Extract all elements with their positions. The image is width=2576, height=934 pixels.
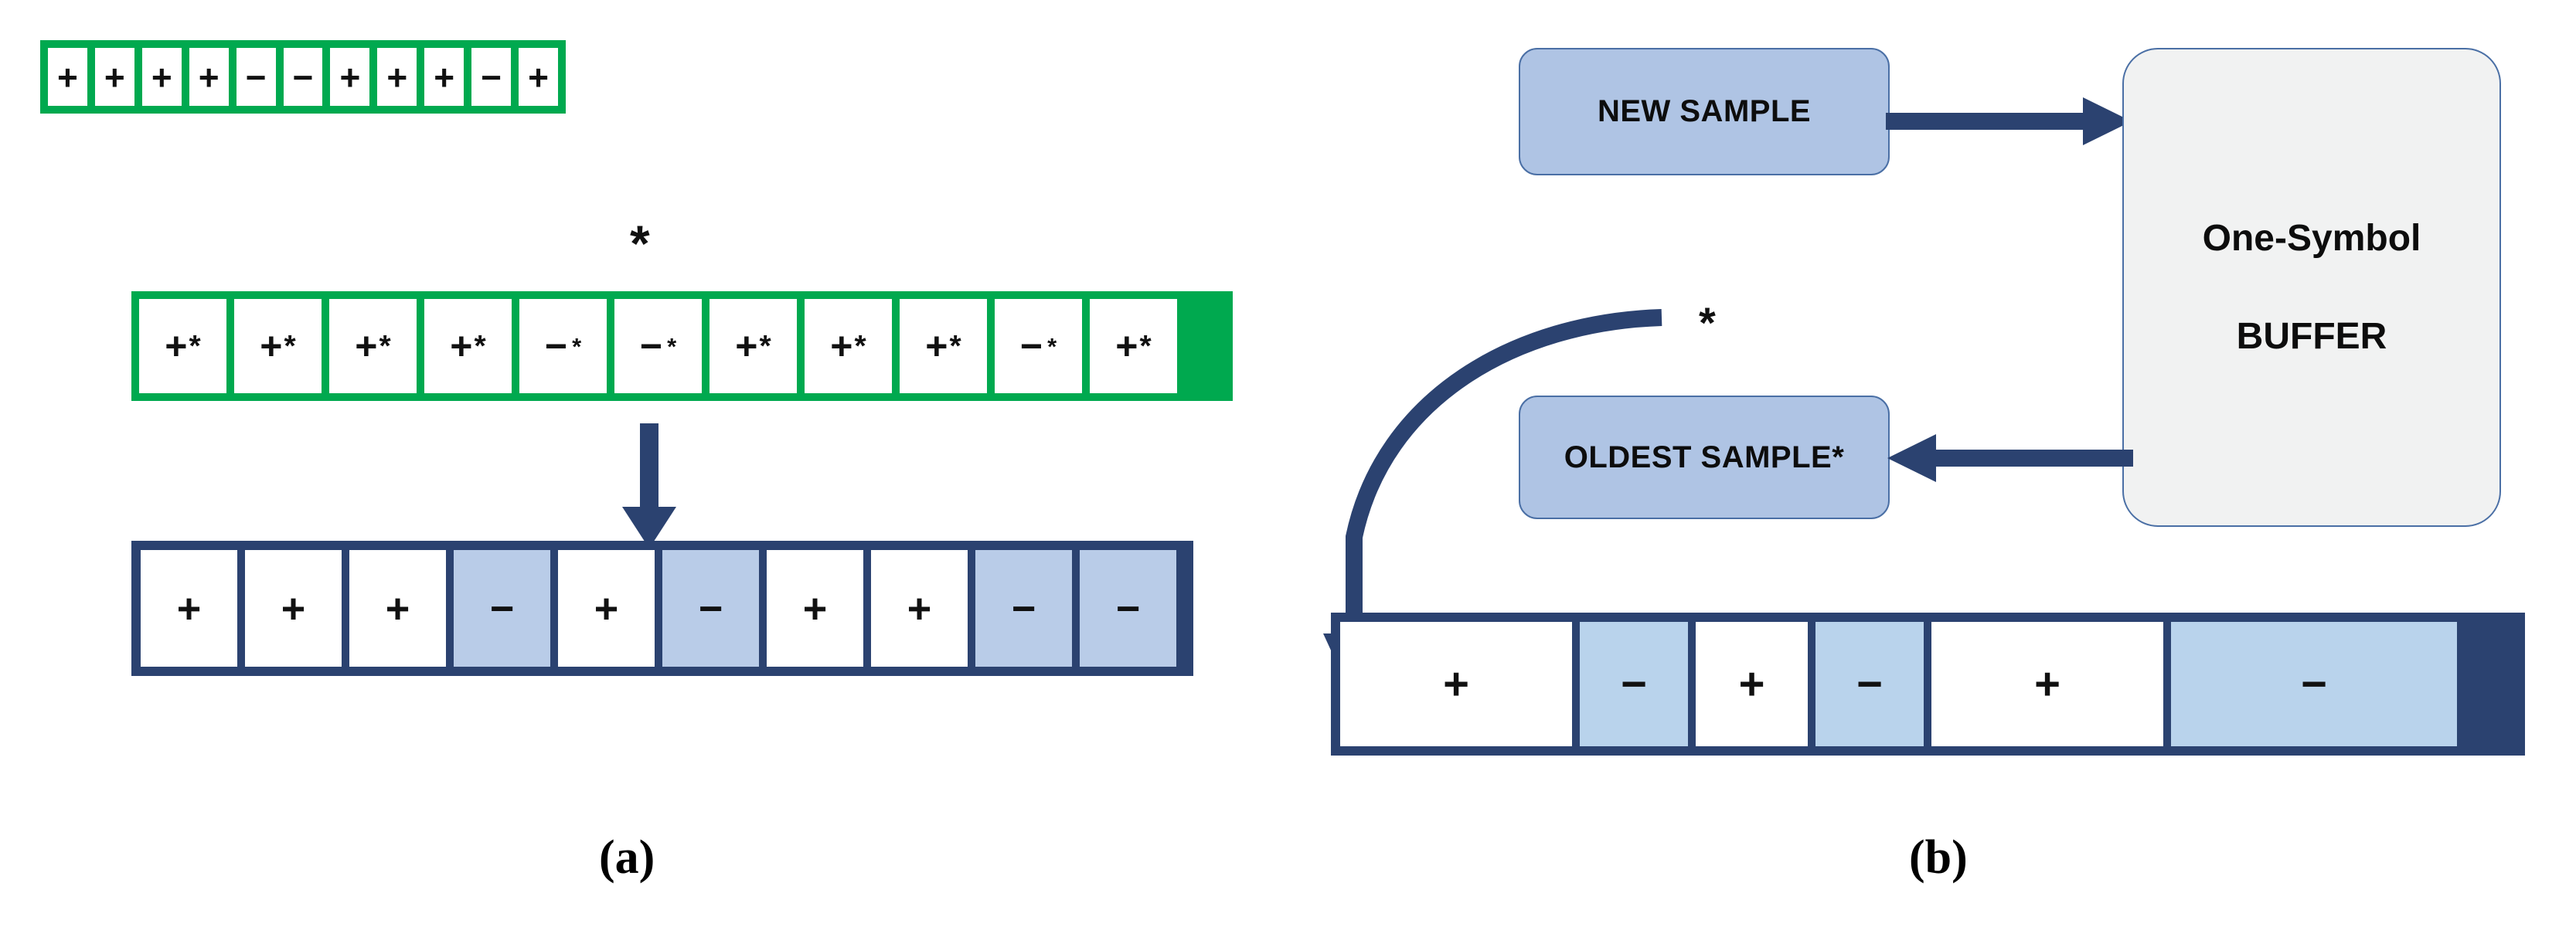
result-cell: −: [975, 550, 1072, 667]
result-cell: +: [349, 550, 446, 667]
symbol-glyph: +: [735, 324, 758, 368]
starred-symbol-cell: +*: [329, 299, 417, 393]
symbol-glyph: −: [1019, 324, 1043, 368]
stream-cell: +: [1340, 622, 1572, 746]
starred-symbol-cell: +*: [424, 299, 512, 393]
symbol-glyph: +: [260, 324, 283, 368]
asterisk-glyph: *: [1047, 332, 1057, 360]
starred-symbol-cell: +*: [139, 299, 226, 393]
stream-cell: +: [1696, 622, 1808, 746]
stream-cell: −: [1580, 622, 1688, 746]
symbol-cell: −: [236, 48, 276, 106]
symbol-cell: +: [141, 48, 182, 106]
oldest-sample-box[interactable]: OLDEST SAMPLE*: [1519, 396, 1890, 519]
symbol-cell: +: [94, 48, 134, 106]
asterisk-glyph: *: [667, 332, 677, 360]
symbol-cell: +: [189, 48, 229, 106]
asterisk-glyph: *: [854, 329, 866, 363]
starred-symbol-cell: +*: [900, 299, 987, 393]
result-cell: +: [141, 550, 237, 667]
symbol-cell: +: [377, 48, 417, 106]
caption-panel-a: (a): [599, 831, 655, 884]
one-symbol-buffer-box[interactable]: One-Symbol BUFFER: [2122, 48, 2501, 527]
result-symbol-row: +++−+−++−−: [131, 541, 1193, 676]
arrow-buffer-to-oldest-sample-icon: [1887, 434, 2133, 482]
asterisk-glyph: *: [1139, 329, 1152, 363]
result-cell: +: [767, 550, 863, 667]
result-cell: +: [871, 550, 968, 667]
asterisk-marker-a: *: [630, 215, 650, 272]
symbol-glyph: +: [925, 324, 948, 368]
starred-symbol-cell: −*: [519, 299, 607, 393]
asterisk-marker-b: *: [1699, 298, 1716, 347]
new-sample-box[interactable]: NEW SAMPLE: [1519, 48, 1890, 175]
stream-symbol-row: +−+−+−: [1331, 613, 2525, 756]
symbol-glyph: +: [1115, 324, 1138, 368]
symbol-cell: +: [519, 48, 558, 106]
symbol-glyph: −: [639, 324, 663, 368]
starred-symbol-cell: +*: [710, 299, 797, 393]
asterisk-glyph: *: [949, 329, 961, 363]
starred-symbol-cell: +*: [234, 299, 322, 393]
new-sample-label: NEW SAMPLE: [1597, 94, 1812, 128]
symbol-cell: +: [424, 48, 464, 106]
starred-symbol-cell: +*: [1090, 299, 1177, 393]
stream-cell: +: [1931, 622, 2163, 746]
buffer-title-line-2: BUFFER: [2236, 316, 2387, 357]
symbol-glyph: +: [450, 324, 473, 368]
result-cell: +: [245, 550, 342, 667]
oldest-sample-label: OLDEST SAMPLE*: [1564, 440, 1845, 474]
symbol-cell: −: [471, 48, 512, 106]
arrow-new-sample-to-buffer-icon: [1886, 97, 2132, 145]
asterisk-glyph: *: [284, 329, 296, 363]
asterisk-glyph: *: [759, 329, 771, 363]
asterisk-glyph: *: [474, 329, 486, 363]
asterisk-glyph: *: [379, 329, 391, 363]
starred-symbol-cell: +*: [805, 299, 892, 393]
starred-symbol-cell: −*: [614, 299, 702, 393]
caption-panel-b: (b): [1909, 831, 1968, 884]
starred-symbol-cell: −*: [995, 299, 1082, 393]
result-cell: −: [1080, 550, 1176, 667]
symbol-cell: −: [283, 48, 323, 106]
starred-symbol-row: +*+*+*+*−*−*+*+*+*−*+*: [131, 291, 1233, 401]
symbol-glyph: +: [830, 324, 853, 368]
symbol-glyph: −: [544, 324, 568, 368]
result-cell: −: [662, 550, 759, 667]
result-cell: +: [558, 550, 655, 667]
buffer-title-line-1: One-Symbol: [2202, 218, 2421, 259]
symbol-glyph: +: [355, 324, 378, 368]
original-symbol-row: ++++−−+++−+: [40, 40, 566, 114]
symbol-cell: +: [330, 48, 370, 106]
result-cell: −: [454, 550, 550, 667]
down-arrow-icon: [622, 423, 676, 549]
symbol-glyph: +: [165, 324, 188, 368]
stream-cell: −: [1815, 622, 1924, 746]
stream-cell: −: [2171, 622, 2457, 746]
asterisk-glyph: *: [189, 329, 201, 363]
asterisk-glyph: *: [572, 332, 582, 360]
symbol-cell: +: [48, 48, 87, 106]
